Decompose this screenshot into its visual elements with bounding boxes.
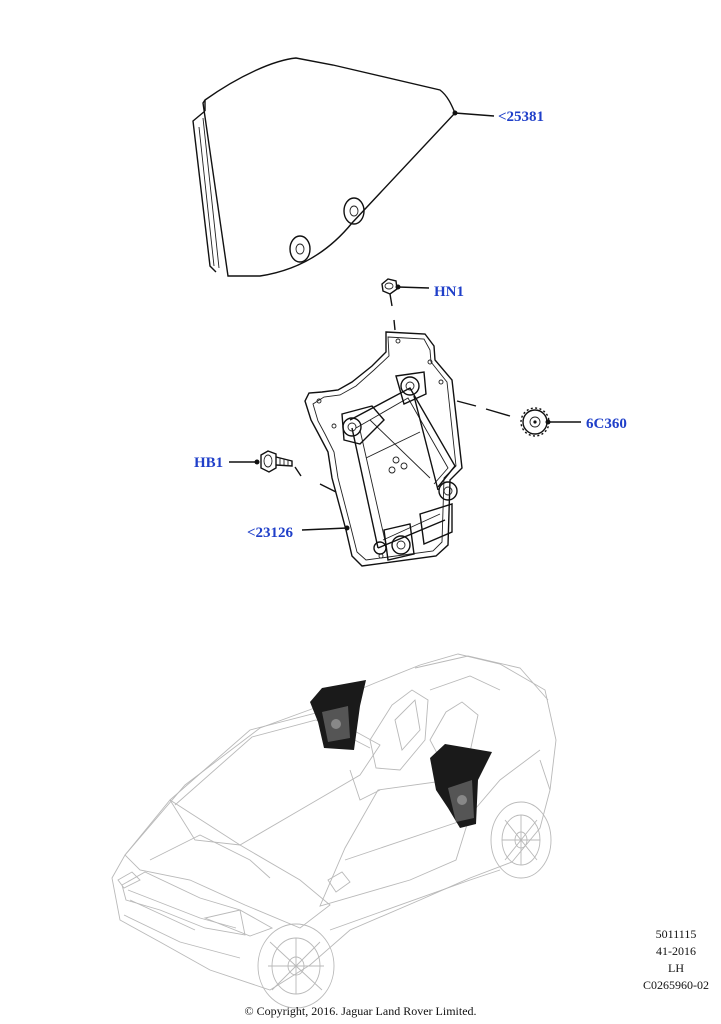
vehicle-locator — [111, 653, 557, 1009]
window-regulator[interactable] — [304, 331, 463, 567]
callout-nut[interactable]: HN1 — [434, 284, 464, 300]
bolt-icon[interactable] — [260, 450, 293, 473]
bolt-alignment-line-a — [294, 466, 302, 477]
motor-alignment-line-b — [485, 408, 511, 417]
motor-alignment-line-a — [456, 400, 477, 407]
reference-code: C0265960-02 — [643, 978, 709, 992]
motor-gear-icon[interactable] — [520, 407, 550, 437]
callout-leader-motor — [545, 419, 581, 425]
diagram-reference: 5011115 41-2016 LH C0265960-02 — [643, 926, 709, 994]
nut-icon[interactable] — [381, 278, 398, 307]
callout-leader-nut — [395, 284, 430, 290]
reference-number: 5011115 — [655, 927, 697, 941]
highlight-regulator-rear — [310, 680, 366, 750]
reference-date: 41-2016 — [656, 944, 696, 958]
reference-side: LH — [668, 961, 684, 975]
nut-alignment-line — [393, 319, 396, 331]
callout-leader-regulator — [301, 525, 350, 531]
glass-mount-hole-upper — [343, 197, 365, 225]
copyright-notice: © Copyright, 2016. Jaguar Land Rover Lim… — [244, 1004, 477, 1018]
callout-leader-glass — [452, 110, 495, 117]
callout-motor[interactable]: 6C360 — [586, 416, 627, 432]
callout-regulator[interactable]: <23126 — [247, 525, 294, 541]
glass-mount-hole-lower — [289, 235, 311, 263]
callout-leader-bolt — [229, 459, 260, 465]
callout-glass[interactable]: <25381 — [498, 109, 544, 125]
callout-bolt[interactable]: HB1 — [194, 455, 223, 471]
window-glass[interactable] — [192, 57, 456, 277]
bolt-alignment-line-b — [319, 483, 337, 493]
highlight-regulator-front — [430, 744, 492, 828]
